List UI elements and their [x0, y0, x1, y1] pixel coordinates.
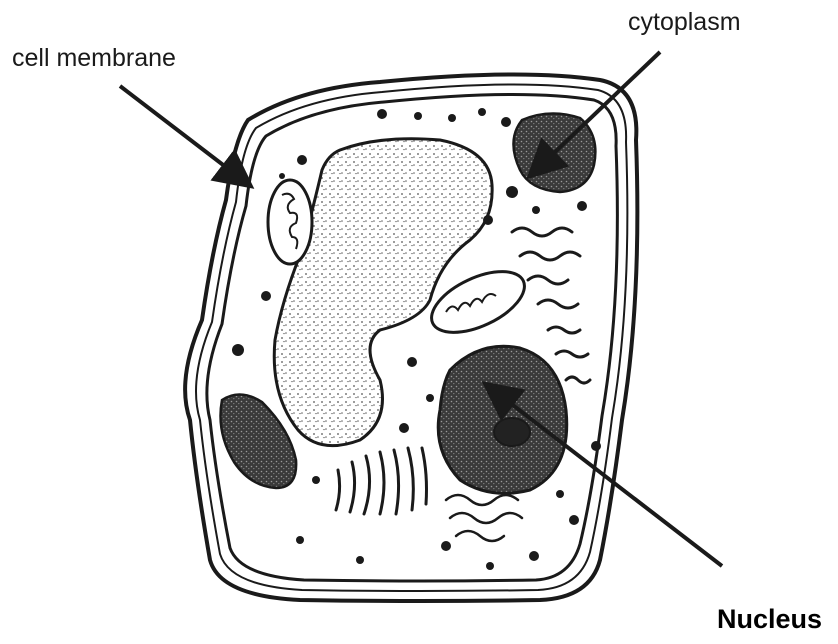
nucleus-label: Nucleus [717, 604, 822, 635]
cytoplasm-label: cytoplasm [628, 8, 741, 37]
nucleolus [494, 418, 530, 446]
chloroplast-left [268, 180, 312, 264]
rough-er-lower [446, 495, 522, 541]
golgi-apparatus [336, 448, 427, 514]
cell-membrane-label: cell membrane [12, 44, 176, 73]
cell-membrane-arrow [120, 86, 248, 184]
